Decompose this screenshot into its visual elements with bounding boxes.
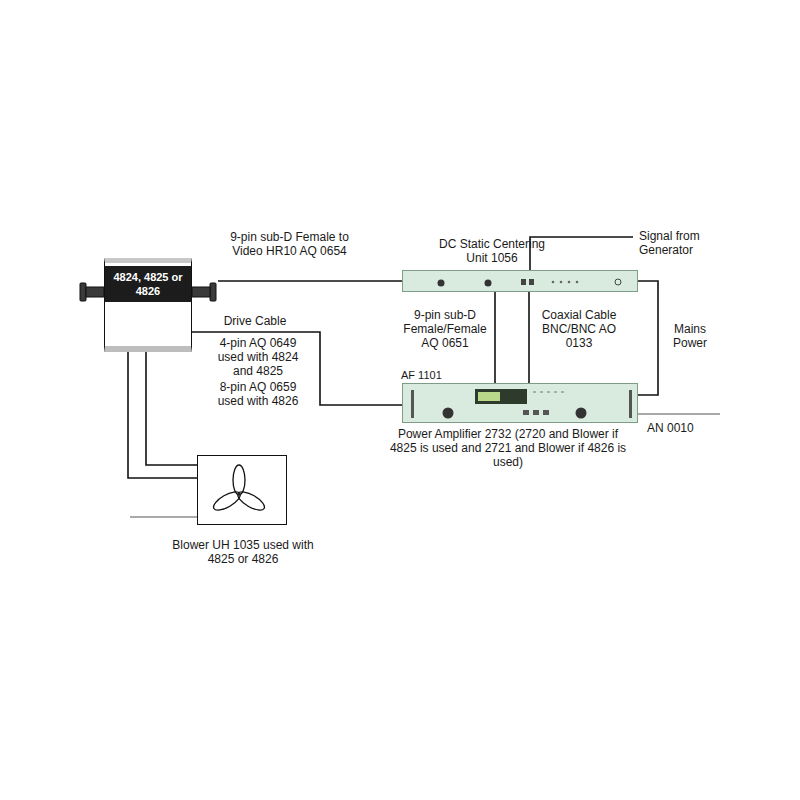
cable — [218, 280, 402, 282]
fan-blade — [233, 465, 245, 495]
note-label: 4-pin AQ 0649 used with 4824 and 4825 — [208, 336, 308, 378]
knob — [443, 408, 454, 419]
device-box: AF 1101Power Amplifier 2732 (2720 and Bl… — [402, 383, 638, 423]
knob — [485, 280, 492, 287]
device-detail — [403, 271, 637, 291]
device-label: 4824, 4825 or 4826 — [105, 266, 191, 302]
display-window — [478, 392, 500, 401]
display — [475, 389, 527, 404]
cable — [528, 292, 530, 383]
knob — [576, 408, 587, 419]
fan-symbol — [211, 465, 267, 514]
unit-caption: Blower UH 1035 used with 4825 or 4826 — [168, 538, 318, 566]
led — [560, 281, 563, 284]
button — [543, 410, 549, 415]
device-box: DC Static Centering Unit 1056 — [402, 270, 638, 292]
cable-label: 9-pin sub-D Female/Female AQ 0651 — [398, 308, 492, 350]
cable — [128, 352, 197, 478]
led — [533, 392, 536, 393]
logo — [615, 279, 621, 285]
led — [552, 281, 555, 284]
led — [561, 392, 564, 393]
flange — [86, 287, 104, 297]
device-detail — [198, 456, 286, 524]
cable-label: Mains Power — [664, 322, 716, 350]
cable — [494, 292, 496, 383]
unit-heading: DC Static Centering Unit 1056 — [427, 237, 557, 265]
flange — [210, 283, 216, 301]
knob — [438, 280, 445, 287]
button — [529, 279, 534, 285]
flange — [80, 283, 86, 301]
led — [554, 392, 557, 393]
mains-cord — [638, 413, 720, 414]
mains-cord — [130, 516, 197, 517]
rack-handle — [629, 390, 632, 418]
rack-handle — [411, 390, 414, 418]
cable-label: Drive Cable — [210, 314, 300, 328]
led — [547, 392, 550, 393]
unit-caption: Power Amplifier 2732 (2720 and Blower if… — [383, 427, 633, 469]
device-box: 4824, 4825 or 4826 — [104, 258, 192, 352]
button — [521, 279, 526, 285]
cable-label: 9-pin sub-D Female to Video HR10 AQ 0654 — [222, 230, 357, 258]
fan-blade — [235, 488, 267, 513]
led — [540, 392, 543, 393]
blower-hose — [146, 352, 197, 465]
flange — [192, 287, 210, 297]
button — [523, 410, 529, 415]
fan-blade — [211, 488, 243, 513]
led — [576, 281, 579, 284]
note-label: 8-pin AQ 0659 used with 4826 — [208, 380, 308, 408]
cable-label: Coaxial Cable BNC/BNC AO 0133 — [533, 308, 625, 350]
cable — [638, 281, 658, 395]
signal-wire — [530, 237, 633, 270]
note-label: AN 0010 — [647, 421, 717, 435]
device-box: Blower UH 1035 used with 4825 or 4826 — [197, 455, 287, 525]
unit-heading: AF 1101 — [401, 368, 461, 382]
device-detail — [403, 384, 637, 422]
led — [568, 281, 571, 284]
note-label: Signal from Generator — [639, 229, 721, 257]
button — [533, 410, 539, 415]
